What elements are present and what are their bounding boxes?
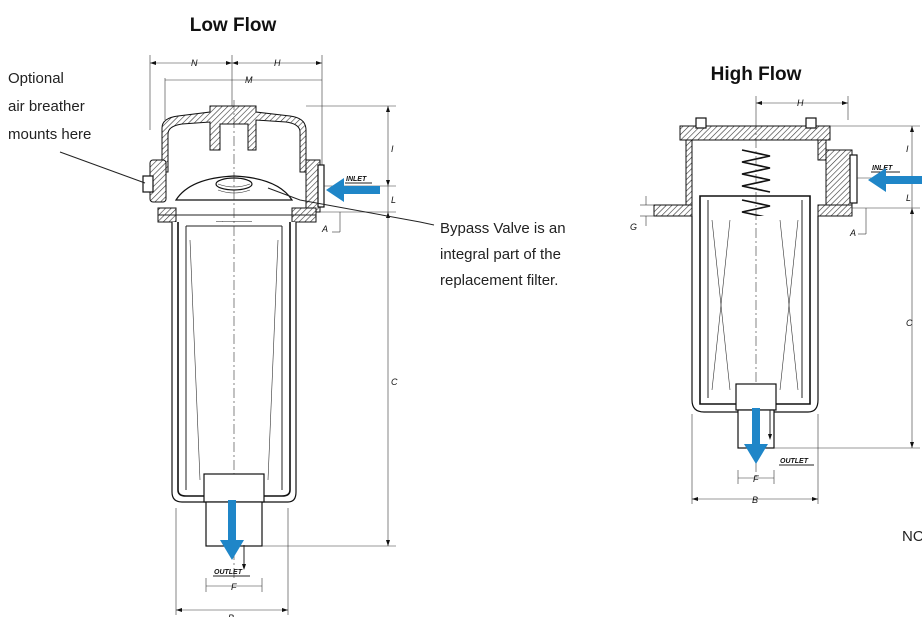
outlet-flow-arrow-high bbox=[744, 408, 768, 464]
dim-b-low: B bbox=[228, 613, 234, 617]
outlet-label-high: OUTLET bbox=[780, 458, 809, 465]
bypass-note-line2: integral part of the bbox=[440, 246, 561, 263]
breather-callout: Optional air breather mounts here bbox=[8, 70, 146, 184]
dim-b-high: B bbox=[752, 495, 758, 505]
bypass-callout: Bypass Valve is an integral part of the … bbox=[267, 187, 566, 289]
clipped-note-text: NO bbox=[902, 528, 922, 545]
inlet-label-high: INLET bbox=[872, 165, 893, 172]
dim-f-high: F bbox=[753, 474, 759, 484]
dim-n-low: N bbox=[191, 58, 198, 68]
low-flow-top-dimensions: N H M bbox=[149, 55, 323, 185]
dim-a-low: A bbox=[321, 224, 328, 234]
dim-i-low: I bbox=[391, 144, 394, 154]
low-flow-inlet: INLET bbox=[326, 176, 380, 202]
low-flow-side-dimensions: I L C A bbox=[262, 105, 398, 547]
low-flow-head bbox=[142, 105, 325, 259]
dim-a-high: A bbox=[849, 228, 856, 238]
high-flow-outlet: OUTLET F B bbox=[691, 408, 819, 505]
low-flow-drawing: Low Flow N H M bbox=[142, 15, 398, 617]
breather-note-line3: mounts here bbox=[8, 126, 91, 143]
dim-f-low: F bbox=[231, 582, 237, 592]
dim-g-high: G bbox=[630, 222, 637, 232]
dim-h-high: H bbox=[797, 98, 804, 108]
dim-i-high: I bbox=[906, 144, 909, 154]
outlet-label-low: OUTLET bbox=[214, 569, 243, 576]
breather-note-line2: air breather bbox=[8, 98, 85, 115]
high-flow-head: G bbox=[630, 117, 858, 261]
dim-l-low: L bbox=[391, 195, 396, 205]
bypass-note-line1: Bypass Valve is an bbox=[440, 220, 566, 237]
dim-c-high: C bbox=[906, 318, 913, 328]
outlet-flow-arrow-low bbox=[220, 500, 244, 560]
dim-l-high: L bbox=[906, 193, 911, 203]
breather-note-line1: Optional bbox=[8, 70, 64, 87]
high-flow-drawing: High Flow H G bbox=[630, 64, 922, 505]
inlet-label-low: INLET bbox=[346, 176, 367, 183]
high-flow-title: High Flow bbox=[711, 64, 802, 85]
low-flow-title: Low Flow bbox=[190, 15, 277, 36]
low-flow-bowl bbox=[171, 100, 297, 580]
high-flow-top-dimensions: H bbox=[755, 96, 849, 120]
inlet-flow-arrow-low bbox=[326, 178, 380, 202]
low-flow-outlet: OUTLET F B bbox=[175, 500, 289, 617]
bypass-note-line3: replacement filter. bbox=[440, 272, 558, 289]
dim-c-low: C bbox=[391, 377, 398, 387]
high-flow-inlet: INLET bbox=[868, 165, 922, 192]
dim-m-low: M bbox=[245, 75, 253, 85]
dim-h-low: H bbox=[274, 58, 281, 68]
inlet-flow-arrow-high bbox=[868, 168, 922, 192]
